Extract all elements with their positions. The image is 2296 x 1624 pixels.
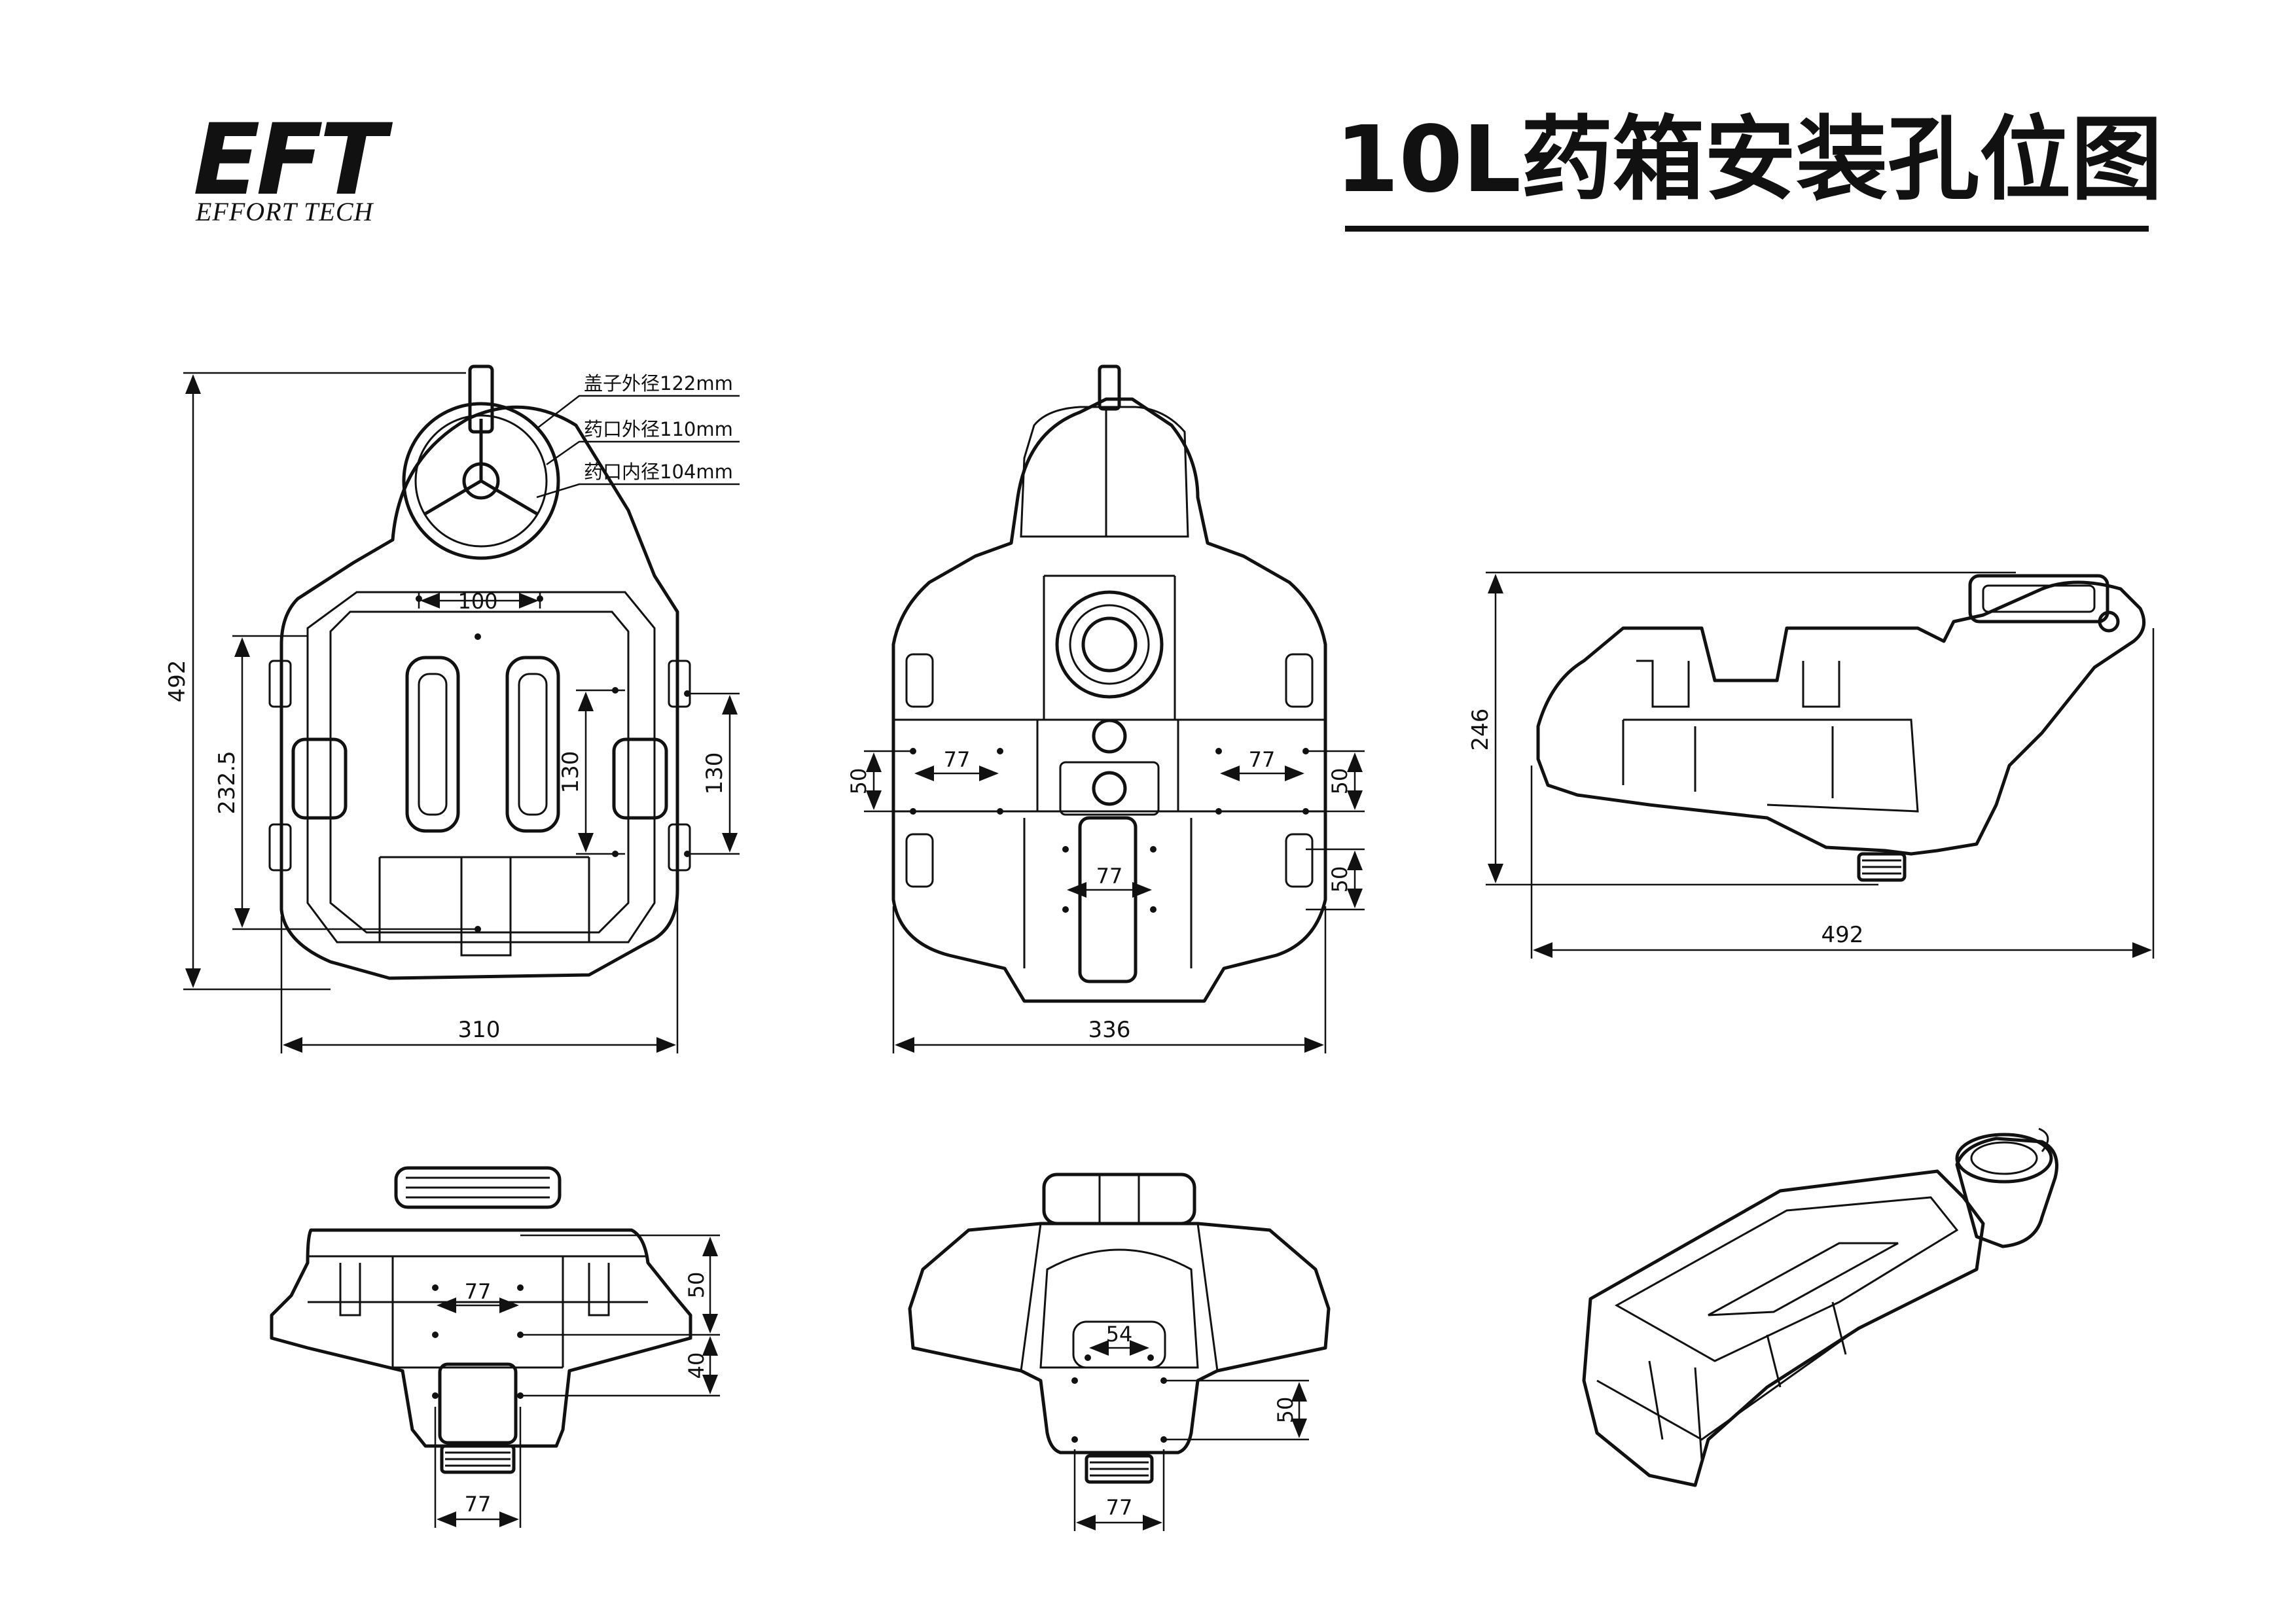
dim-label: 77 — [1106, 1495, 1133, 1520]
mount-hole — [1071, 1436, 1078, 1443]
page-title: 10L药箱安装孔位图 — [1335, 107, 2163, 213]
mount-hole — [475, 633, 481, 640]
dim-label: 40 — [684, 1352, 709, 1379]
bottom-view: 336 50 77 77 50 50 77 — [846, 364, 1365, 1053]
dim-left-spacing-77: 77 — [914, 747, 999, 781]
dim-label: 130 — [702, 752, 728, 795]
dim-height-246: 246 — [1467, 571, 2016, 886]
dim-label: 50 — [846, 768, 871, 795]
dim-front-50: 50 — [520, 1234, 720, 1336]
logo-mark: EFT — [193, 103, 386, 217]
dim-rear-50: 50 — [1164, 1379, 1309, 1441]
dim-right-130: 130 — [687, 692, 740, 855]
outlet-valve-bottom — [1055, 364, 1164, 806]
mount-hole — [1215, 808, 1222, 815]
dim-label: 246 — [1467, 709, 1494, 751]
tank-outline-bottom — [891, 397, 1327, 1003]
tank-outline-rear — [908, 1173, 1331, 1484]
dim-hole-spacing-100: 100 — [418, 589, 541, 614]
mount-hole — [1150, 906, 1157, 913]
dim-length-492: 492 — [1530, 628, 2155, 959]
dim-front-spacing-77-bottom: 77 — [434, 1407, 522, 1528]
top-view: 盖子外径122mm 药口外径110mm 药口内径104mm 492 310 10… — [164, 364, 740, 1053]
mount-hole — [997, 748, 1003, 754]
logo-subtitle: EFFORT TECH — [196, 197, 374, 226]
brand-logo: EFT EFFORT TECH — [193, 111, 389, 229]
dim-label: 77 — [944, 747, 971, 772]
mount-hole — [997, 808, 1003, 815]
cap-callouts: 盖子外径122mm 药口外径110mm 药口内径104mm — [536, 372, 740, 499]
mount-hole — [1062, 846, 1069, 853]
mount-hole — [1147, 1354, 1154, 1361]
dim-front-40: 40 — [520, 1336, 720, 1397]
mount-hole — [1150, 846, 1157, 853]
dim-right-50-a: 50 — [1306, 750, 1365, 813]
dim-height-492: 492 — [164, 372, 466, 991]
dim-width-336: 336 — [892, 906, 1327, 1053]
dim-label: 310 — [458, 1017, 501, 1043]
side-view: 246 492 — [1467, 571, 2155, 959]
dim-label: 100 — [457, 589, 497, 614]
dim-label: 77 — [1096, 864, 1123, 889]
dim-width-310: 310 — [280, 896, 679, 1053]
dim-inner-130: 130 — [558, 689, 625, 855]
dim-label: 50 — [1327, 866, 1352, 893]
mount-hole — [1085, 1354, 1091, 1361]
filler-cap-top — [402, 364, 560, 560]
tank-outline-top — [268, 405, 691, 980]
dim-label: 54 — [1106, 1322, 1133, 1347]
dim-label: 492 — [164, 660, 190, 703]
mount-hole — [1071, 1377, 1078, 1384]
callout-cap-outer-diameter: 盖子外径122mm — [584, 372, 733, 395]
title-underline — [1345, 226, 2149, 232]
mount-hole — [517, 1284, 524, 1291]
dim-left-50: 50 — [846, 750, 913, 813]
dim-label: 77 — [465, 1279, 492, 1304]
dim-right-spacing-77: 77 — [1220, 747, 1304, 781]
dim-label: 130 — [558, 751, 584, 794]
front-view: 77 50 40 77 — [270, 1166, 720, 1528]
mount-hole — [1062, 906, 1069, 913]
isometric-view — [1582, 1127, 2058, 1487]
dim-label: 50 — [1273, 1397, 1298, 1424]
dim-front-spacing-77-top: 77 — [437, 1279, 519, 1313]
dim-label: 50 — [1327, 768, 1352, 795]
dim-label: 336 — [1088, 1017, 1131, 1043]
rear-view: 54 50 77 — [908, 1173, 1331, 1531]
mount-hole — [432, 1284, 439, 1291]
dim-right-50-b: 50 — [1306, 848, 1365, 911]
dim-rear-54: 54 — [1089, 1322, 1149, 1356]
dim-label: 77 — [465, 1492, 492, 1517]
dim-rear-77: 77 — [1073, 1449, 1165, 1531]
dim-label: 50 — [684, 1272, 709, 1299]
mount-hole — [432, 1332, 439, 1338]
tank-outline-side — [1536, 574, 2146, 882]
dim-label: 77 — [1249, 747, 1276, 772]
dim-left-232-5: 232.5 — [214, 635, 478, 930]
callout-inlet-inner-diameter: 药口内径104mm — [584, 461, 733, 483]
dim-label: 492 — [1821, 922, 1864, 948]
dim-center-77: 77 — [1067, 864, 1152, 898]
mount-hole — [432, 1392, 439, 1399]
mount-hole — [1215, 748, 1222, 754]
callout-inlet-outer-diameter: 药口外径110mm — [584, 418, 733, 440]
tank-outline-front — [270, 1166, 692, 1474]
dim-label: 232.5 — [214, 750, 240, 814]
